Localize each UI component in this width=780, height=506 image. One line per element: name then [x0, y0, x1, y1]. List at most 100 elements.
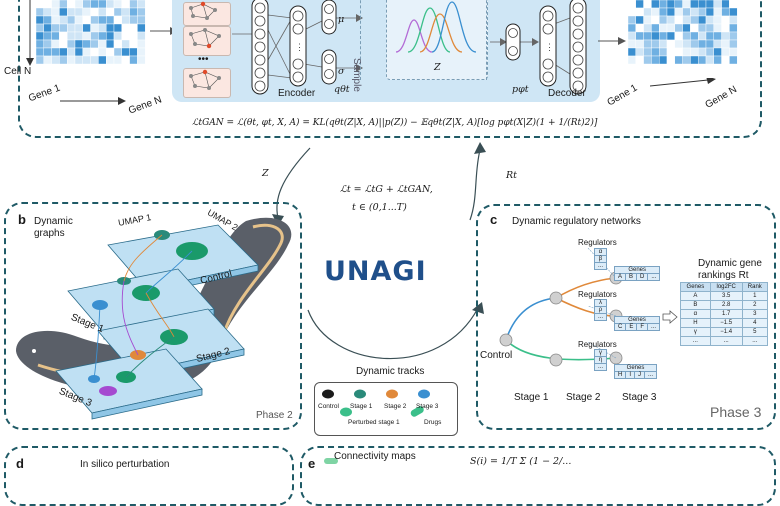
- heatmap-cell: [59, 7, 68, 17]
- panel-c-title: Dynamic regulatory networks: [512, 216, 641, 227]
- heatmap-cell: [137, 39, 146, 49]
- heatmap-cell: [121, 39, 130, 49]
- heatmap-cell: [67, 31, 76, 41]
- heatmap-cell: [90, 39, 99, 49]
- heatmap-cell: [36, 23, 45, 33]
- legend-stage1: Stage 1: [350, 403, 373, 410]
- panel-c: [476, 204, 776, 430]
- heatmap-cell: [59, 55, 68, 64]
- heatmap-cell: [74, 39, 84, 49]
- heatmap-cell: [635, 47, 644, 57]
- heatmap-cell: [113, 7, 123, 17]
- heatmap-cell: [729, 23, 738, 33]
- panel-e-formula: S(i) = 1/T Σ (1 − 2/...: [470, 456, 572, 467]
- heatmap-cell: [98, 47, 107, 57]
- heatmap-cell: [113, 23, 123, 33]
- heatmap-cell: [98, 0, 107, 9]
- heatmap-cell: [628, 55, 637, 64]
- r-arrow-label: Rt: [506, 170, 517, 181]
- heatmap-cell: [113, 31, 123, 41]
- z-label: Z: [434, 62, 441, 73]
- heatmap-cell: [682, 15, 691, 25]
- heatmap-cell: [635, 7, 644, 17]
- gene-axis-arrow-right: [650, 78, 716, 87]
- decoder-label: Decoder: [548, 88, 586, 99]
- legend-swatch: [386, 389, 398, 399]
- heatmap-cell: [137, 47, 146, 57]
- heatmap-cell: [67, 15, 76, 25]
- dynamic-tracks-legend: [314, 382, 458, 436]
- heatmap-cell: [628, 39, 637, 49]
- heatmap-cell: [137, 0, 146, 9]
- heatmap-cell: [105, 47, 115, 57]
- regulators-label-1: Regulators: [578, 238, 617, 247]
- heatmap-cell: [98, 7, 107, 17]
- heatmap-cell: [666, 0, 676, 9]
- heatmap-cell: [705, 31, 715, 41]
- sample-label: Sample: [351, 58, 362, 92]
- heatmap-cell: [105, 31, 115, 41]
- heatmap-cell: [628, 31, 637, 41]
- heatmap-cell: [90, 15, 99, 25]
- legend-swatch: [322, 389, 334, 399]
- sigma-label: σ: [338, 66, 345, 77]
- heatmap-cell: [67, 7, 76, 17]
- heatmap-cell: [59, 15, 68, 25]
- heatmap-cell: [98, 39, 107, 49]
- heatmap-cell: [74, 7, 84, 17]
- heatmap-cell: [721, 39, 730, 49]
- heatmap-cell: [129, 23, 138, 33]
- q-label: qθt: [334, 84, 350, 95]
- heatmap-cell: [666, 15, 676, 25]
- heatmap-cell: [90, 31, 99, 41]
- heatmap-cell: [729, 15, 738, 25]
- heatmap-cell: [666, 55, 676, 64]
- heatmap-cell: [67, 39, 76, 49]
- heatmap-cell: [74, 0, 84, 9]
- heatmap-cell: [82, 15, 91, 25]
- heatmap-cell: [721, 55, 730, 64]
- heatmap-cell: [729, 47, 738, 57]
- cell-n-label: Cell N: [4, 66, 32, 77]
- heatmap-cell: [682, 31, 691, 41]
- regulators-label-2: Regulators: [578, 290, 617, 299]
- heatmap-cell: [659, 23, 668, 33]
- panel-d-letter: d: [16, 456, 24, 471]
- heatmap-cell: [721, 31, 730, 41]
- heatmap-cell: [51, 7, 60, 17]
- heatmap-cell: [121, 55, 130, 64]
- heatmap-cell: [43, 0, 52, 9]
- connectivity-icon: [324, 458, 338, 464]
- heatmap-cell: [628, 7, 637, 17]
- heatmap-cell: [674, 47, 683, 57]
- unagi-title: UNAGI: [324, 256, 427, 287]
- heatmap-cell: [651, 7, 660, 17]
- panel-d-title: In silico perturbation: [80, 459, 170, 470]
- heatmap-cell: [721, 7, 730, 17]
- heatmap-cell: [43, 15, 52, 25]
- heatmap-cell: [674, 0, 683, 9]
- heatmap-cell: [113, 55, 123, 64]
- time-range: t ∈ (0,1...T): [352, 202, 407, 213]
- heatmap-cell: [113, 15, 123, 25]
- heatmap-cell: [635, 0, 644, 9]
- heatmap-cell: [643, 7, 652, 17]
- heatmap-cell: [674, 31, 683, 41]
- heatmap-cell: [651, 15, 660, 25]
- heatmap-cell: [643, 0, 652, 9]
- heatmap-cell: [651, 0, 660, 9]
- heatmap-cell: [697, 47, 707, 57]
- heatmap-cell: [674, 23, 683, 33]
- dynamic-graphs-illustration: [16, 217, 292, 420]
- heatmap-cell: [643, 39, 652, 49]
- heatmap-cell: [82, 7, 91, 17]
- heatmap-cell: [43, 23, 52, 33]
- heatmap-cell: [697, 23, 707, 33]
- heatmap-cell: [105, 15, 115, 25]
- heatmap-cell: [105, 7, 115, 17]
- heatmap-cell: [729, 31, 738, 41]
- tree-stage2-label: Stage 2: [566, 392, 601, 403]
- heatmap-cell: [651, 39, 660, 49]
- heatmap-cell: [635, 15, 644, 25]
